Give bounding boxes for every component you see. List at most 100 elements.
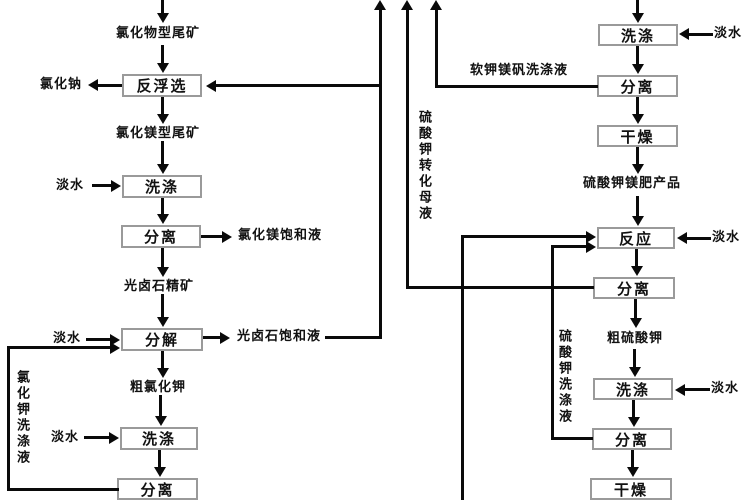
flow-line [461,235,464,500]
arrowhead-left [675,384,685,396]
flow-label-mgcl2-tailings: 氯化镁型尾矿 [116,126,201,141]
process-box-separate-3: 分离 [597,75,678,97]
arrowhead-right [586,231,596,243]
flow-line [203,336,222,339]
flow-line [161,248,164,270]
flow-line [214,84,380,87]
arrowhead-right [110,342,120,354]
flow-line [161,351,164,371]
arrowhead-down [632,114,644,124]
process-box-label-wash-3: 洗涤 [620,26,655,45]
arrowhead-down [157,368,169,378]
flow-line [632,400,635,420]
process-box-label-separate-3: 分离 [620,77,655,96]
flow-label-k2so4-washing-liquid: 硫酸钾洗涤液 [556,329,571,425]
arrowhead-down [628,417,640,427]
arrowhead-down [627,467,639,477]
flow-label-freshwater-1: 淡水 [56,178,85,193]
flow-line [161,141,164,167]
arrowhead-down [157,164,169,174]
arrowhead-right [586,241,596,253]
flow-label-chloride-tailings: 氯化物型尾矿 [116,26,201,41]
arrowhead-down [157,114,169,124]
flow-label-crude-k2so4: 粗硫酸钾 [607,331,664,346]
flow-line [201,235,224,238]
arrowhead-right [222,231,232,243]
flow-line [161,97,164,116]
flow-line [633,349,636,370]
arrowhead-up [374,0,386,10]
flow-label-k2so4-mg-fertilizer-product: 硫酸钾镁肥产品 [583,176,682,191]
flow-line [92,184,113,187]
process-box-label-separate-1: 分离 [143,228,178,246]
arrowhead-left [88,79,98,91]
process-box-wash-3: 洗涤 [598,24,678,46]
flow-line [161,198,164,217]
flow-line [551,245,554,440]
flow-line [161,0,164,15]
process-box-label-dry-2: 干燥 [613,480,648,499]
flow-line [636,0,639,15]
flow-line [636,97,639,117]
process-box-react: 反应 [597,227,675,249]
arrowhead-down [154,467,166,477]
process-box-reverse-flotation: 反浮选 [122,74,202,97]
flow-label-schoenite-washing-liquid: 软钾镁矾洗涤液 [470,63,569,78]
arrowhead-down [157,63,169,73]
arrowhead-down [632,164,644,174]
flow-line [406,8,409,289]
flow-line [86,338,112,341]
arrowhead-up [430,0,442,10]
process-box-separate-4: 分离 [593,277,675,299]
process-box-separate-2: 分离 [117,478,198,500]
arrowhead-down [157,267,169,277]
arrowhead-left [679,28,689,40]
flow-line [406,286,594,289]
flow-line [685,237,711,240]
flow-line [551,245,588,248]
flow-line [435,8,438,87]
flow-line [158,450,161,470]
arrowhead-down [632,13,644,23]
flow-label-crude-kcl: 粗氯化钾 [130,380,187,395]
flow-line [631,450,634,470]
flow-label-kcl-washing-liquid: 氯化钾洗涤液 [14,370,29,466]
flow-label-carnallite-concentrate: 光卤石精矿 [124,279,195,294]
flow-line [636,147,639,167]
flow-label-sodium-chloride: 氯化钠 [40,77,83,92]
flow-label-k2so4-conversion-mother-liquor: 硫酸钾转化母液 [416,110,431,222]
flow-line [96,84,122,87]
arrowhead-down [632,64,644,74]
arrowhead-down [157,317,169,327]
process-box-label-wash-1: 洗涤 [144,178,179,196]
flow-line [161,294,164,320]
process-box-decompose: 分解 [121,328,203,351]
arrowhead-down [155,416,167,426]
flow-label-freshwater-2: 淡水 [53,331,82,346]
arrowhead-right [111,180,121,192]
flow-label-freshwater-5: 淡水 [712,230,741,245]
flow-line [687,33,713,36]
arrowhead-left [677,232,687,244]
flow-line [379,8,382,339]
process-box-label-wash-4: 洗涤 [615,380,650,399]
process-box-dry-1: 干燥 [597,125,678,147]
process-box-wash-4: 洗涤 [593,378,673,400]
flow-line [435,85,598,88]
flow-label-freshwater-6: 淡水 [711,381,740,396]
flow-label-carnallite-saturated: 光卤石饱和液 [237,329,322,344]
flow-line [634,299,637,320]
arrowhead-down [157,13,169,23]
arrowhead-down [630,318,642,328]
flow-line [7,346,10,491]
flow-line [161,45,164,66]
process-box-label-wash-2: 洗涤 [141,430,176,448]
flow-line [683,388,710,391]
process-box-dry-2: 干燥 [590,478,672,500]
flow-label-freshwater-3: 淡水 [51,430,80,445]
arrowhead-down [629,367,641,377]
arrowhead-up [401,0,413,10]
flow-line [636,46,639,67]
process-box-label-separate-2: 分离 [140,480,175,499]
